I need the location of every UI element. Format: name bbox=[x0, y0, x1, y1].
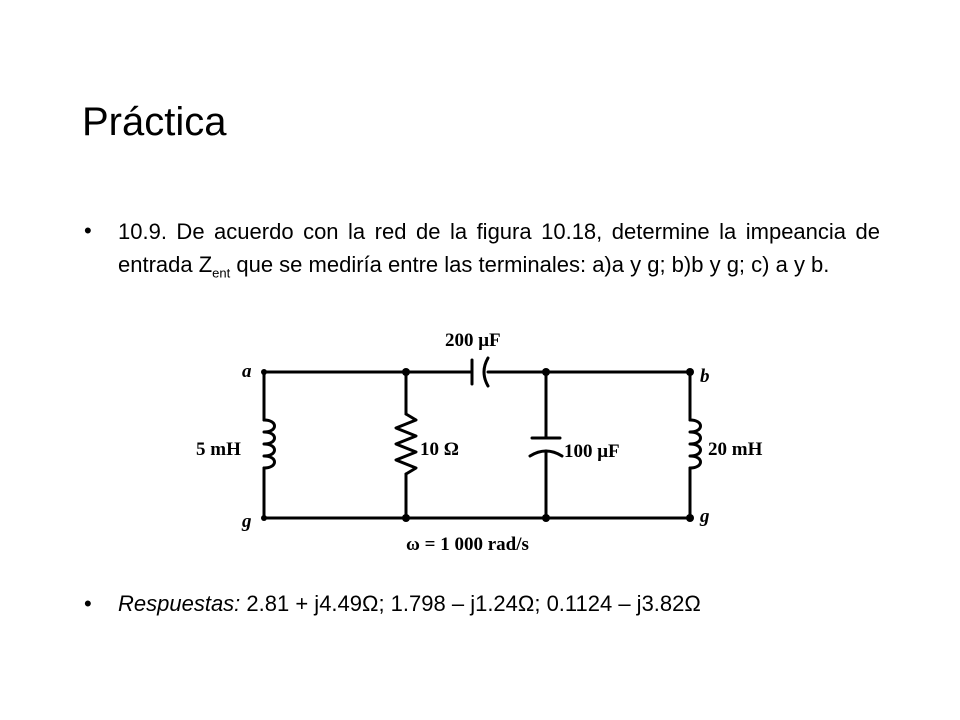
inductor-right-coil bbox=[688, 418, 702, 470]
node-dot-top-res bbox=[402, 368, 410, 376]
answers-label: Respuestas: bbox=[118, 591, 241, 616]
node-dot-g-left bbox=[261, 515, 267, 521]
bullet-problem: • bbox=[84, 218, 92, 243]
label-inductor-left: 5 mH bbox=[196, 439, 241, 460]
node-label-g-right: g bbox=[699, 506, 710, 527]
node-dot-a bbox=[261, 369, 267, 375]
slide-title: Práctica bbox=[82, 100, 227, 144]
label-resistor: 10 Ω bbox=[420, 439, 459, 460]
node-dot-g-right bbox=[686, 514, 694, 522]
node-dot-bottom-cap bbox=[542, 514, 550, 522]
node-label-b: b bbox=[700, 366, 710, 387]
problem-text: 10.9. De acuerdo con la red de la figura… bbox=[118, 215, 880, 281]
node-dot-top-cap bbox=[542, 368, 550, 376]
label-capacitor-mid: 100 μF bbox=[564, 441, 620, 462]
label-inductor-right: 20 mH bbox=[708, 439, 763, 460]
answers-values: 2.81 + j4.49Ω; 1.798 – j1.24Ω; 0.1124 – … bbox=[240, 591, 701, 616]
resistor-zigzag bbox=[394, 412, 418, 476]
problem-text-part2: que se mediría entre las terminales: a)a… bbox=[230, 252, 830, 277]
bullet-answers: • bbox=[84, 591, 92, 616]
node-dot-b bbox=[686, 368, 694, 376]
node-label-g-left: g bbox=[241, 511, 252, 532]
problem-text-part1: 10.9. De acuerdo con la red de la figura… bbox=[118, 219, 880, 277]
inductor-left-coil bbox=[262, 418, 276, 470]
node-label-a: a bbox=[242, 361, 252, 382]
label-capacitor-top: 200 μF bbox=[445, 330, 501, 351]
node-dot-bottom-res bbox=[402, 514, 410, 522]
answers-line: Respuestas: 2.81 + j4.49Ω; 1.798 – j1.24… bbox=[118, 588, 701, 620]
cap-top-plate-right bbox=[482, 356, 490, 388]
problem-subscript: ent bbox=[212, 265, 231, 281]
label-omega: ω = 1 000 rad/s bbox=[406, 534, 529, 555]
